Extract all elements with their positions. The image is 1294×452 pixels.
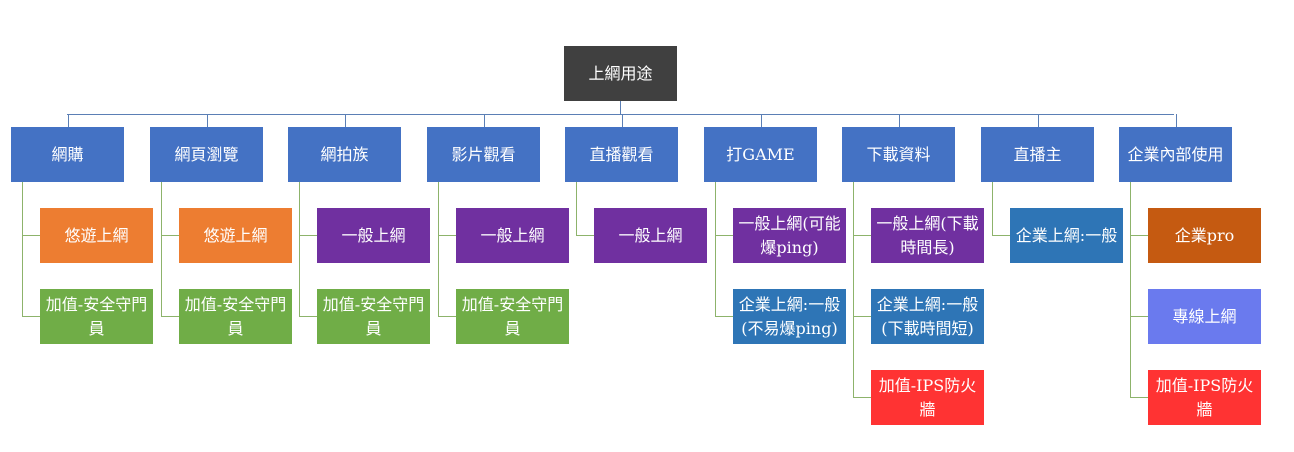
child-vertical-connector xyxy=(853,182,854,397)
plan-node[interactable]: 專線上網 xyxy=(1148,289,1261,344)
category-connector xyxy=(1176,114,1177,127)
child-horizontal-connector xyxy=(1130,397,1148,398)
category-node[interactable]: 網拍族 xyxy=(288,127,401,182)
category-connector xyxy=(899,114,900,127)
child-horizontal-connector xyxy=(715,316,733,317)
plan-node[interactable]: 悠遊上網 xyxy=(40,208,153,263)
plan-node[interactable]: 加值-安全守門員 xyxy=(456,289,569,344)
child-vertical-connector xyxy=(22,182,23,316)
category-node[interactable]: 企業內部使用 xyxy=(1119,127,1232,182)
child-horizontal-connector xyxy=(992,235,1010,236)
child-horizontal-connector xyxy=(299,316,317,317)
category-node[interactable]: 影片觀看 xyxy=(427,127,540,182)
child-vertical-connector xyxy=(992,182,993,235)
root-connector xyxy=(620,100,621,114)
plan-node[interactable]: 企業上網:一般 xyxy=(1010,208,1123,263)
category-connector xyxy=(1038,114,1039,127)
plan-node[interactable]: 加值-IPS防火牆 xyxy=(871,370,984,425)
child-horizontal-connector xyxy=(853,316,871,317)
plan-node[interactable]: 企業上網:一般(不易爆ping) xyxy=(733,289,846,344)
child-vertical-connector xyxy=(438,182,439,316)
child-horizontal-connector xyxy=(1130,235,1148,236)
plan-node[interactable]: 企業上網:一般(下載時間短) xyxy=(871,289,984,344)
child-horizontal-connector xyxy=(22,235,40,236)
category-node[interactable]: 下載資料 xyxy=(842,127,955,182)
child-horizontal-connector xyxy=(22,316,40,317)
child-vertical-connector xyxy=(1130,182,1131,397)
child-horizontal-connector xyxy=(576,235,594,236)
child-horizontal-connector xyxy=(438,235,456,236)
plan-node[interactable]: 企業pro xyxy=(1148,208,1261,263)
child-horizontal-connector xyxy=(853,397,871,398)
child-horizontal-connector xyxy=(1130,316,1148,317)
plan-node[interactable]: 加值-IPS防火牆 xyxy=(1148,370,1261,425)
category-connector xyxy=(622,114,623,127)
category-node[interactable]: 直播觀看 xyxy=(565,127,678,182)
child-horizontal-connector xyxy=(715,235,733,236)
plan-node[interactable]: 加值-安全守門員 xyxy=(40,289,153,344)
plan-node[interactable]: 加值-安全守門員 xyxy=(179,289,292,344)
plan-node[interactable]: 一般上網(可能爆ping) xyxy=(733,208,846,263)
category-connector xyxy=(68,114,69,127)
category-node[interactable]: 直播主 xyxy=(981,127,1094,182)
plan-node[interactable]: 一般上網 xyxy=(456,208,569,263)
child-vertical-connector xyxy=(576,182,577,235)
child-horizontal-connector xyxy=(438,316,456,317)
child-horizontal-connector xyxy=(853,235,871,236)
child-vertical-connector xyxy=(299,182,300,316)
category-node[interactable]: 網購 xyxy=(11,127,124,182)
category-node[interactable]: 網頁瀏覽 xyxy=(150,127,263,182)
category-connector xyxy=(484,114,485,127)
category-node[interactable]: 打GAME xyxy=(704,127,817,182)
plan-node[interactable]: 一般上網(下載時間長) xyxy=(871,208,984,263)
child-vertical-connector xyxy=(715,182,716,316)
plan-node[interactable]: 加值-安全守門員 xyxy=(317,289,430,344)
child-horizontal-connector xyxy=(161,235,179,236)
plan-node[interactable]: 一般上網 xyxy=(317,208,430,263)
child-vertical-connector xyxy=(161,182,162,316)
root-node[interactable]: 上網用途 xyxy=(564,46,677,101)
child-horizontal-connector xyxy=(161,316,179,317)
plan-node[interactable]: 一般上網 xyxy=(594,208,707,263)
category-connector xyxy=(761,114,762,127)
category-connector xyxy=(207,114,208,127)
level1-bus-connector xyxy=(67,114,1174,115)
category-connector xyxy=(345,114,346,127)
plan-node[interactable]: 悠遊上網 xyxy=(179,208,292,263)
child-horizontal-connector xyxy=(299,235,317,236)
